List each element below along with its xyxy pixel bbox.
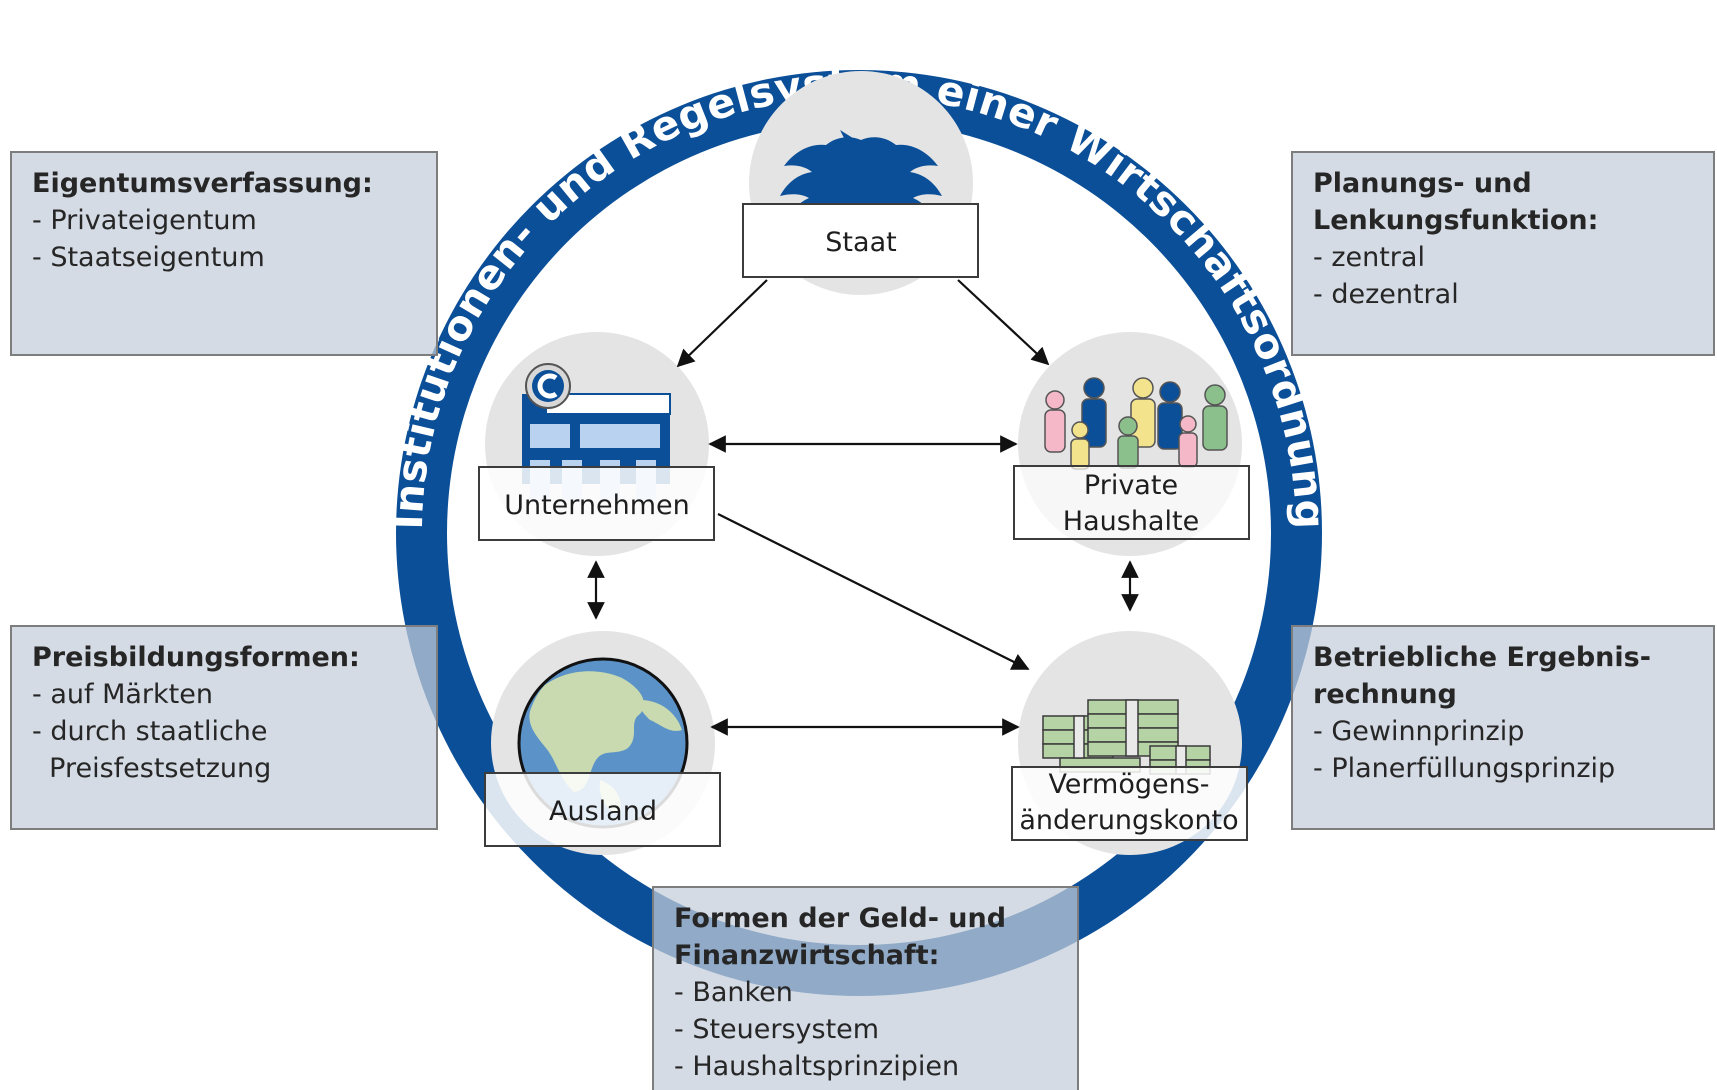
- haushalte-label-line1: Private: [1084, 470, 1178, 501]
- vermoegen-label-line1: Vermögens-: [1048, 769, 1209, 800]
- info-eigentum-item: - Privateigentum: [32, 205, 257, 236]
- unternehmen-label-box: [478, 466, 715, 541]
- haushalte-label-box: [1013, 465, 1250, 540]
- info-preisbildung-title: Preisbildungsformen:: [32, 642, 360, 673]
- info-geld-title: Formen der Geld- und: [674, 903, 1007, 934]
- info-geld-item: - Steuersystem: [674, 1014, 880, 1045]
- unternehmen-label: Unternehmen: [504, 490, 690, 521]
- info-ergebnis-title: rechnung: [1313, 679, 1457, 710]
- info-geld-title: Finanzwirtschaft:: [674, 940, 940, 971]
- arrow-staat-unternehmen: [676, 279, 768, 368]
- ausland-label: Ausland: [549, 796, 657, 827]
- info-geld-item: - Banken: [674, 977, 793, 1008]
- staat-label-box: [742, 203, 979, 278]
- vermoegen-label-line2: änderungskonto: [1019, 805, 1238, 836]
- info-ergebnis-item: - Planerfüllungsprinzip: [1313, 753, 1616, 784]
- info-eigentum-item: - Staatseigentum: [32, 242, 265, 273]
- info-box-ergebnis: Betriebliche Ergebnis- rechnung - Gewinn…: [1291, 625, 1715, 830]
- info-eigentum-title: Eigentumsverfassung:: [32, 168, 373, 199]
- vermoegen-label-box: [1011, 766, 1248, 841]
- info-preisbildung-item: Preisfestsetzung: [32, 753, 272, 784]
- arrow-staat-haushalte: [957, 279, 1050, 366]
- info-preisbildung-item: - auf Märkten: [32, 679, 213, 710]
- info-box-preisbildung: Preisbildungsformen: - auf Märkten - dur…: [10, 625, 438, 830]
- people-group-icon: [1044, 377, 1228, 470]
- arrow-unternehmen-vermoegen: [717, 513, 1030, 670]
- info-box-eigentum: Eigentumsverfassung: - Privateigentum - …: [10, 151, 438, 356]
- staat-label: Staat: [825, 227, 896, 258]
- info-box-planung: Planungs- und Lenkungsfunktion: - zentra…: [1291, 151, 1715, 356]
- info-ergebnis-item: - Gewinnprinzip: [1313, 716, 1525, 747]
- info-geld-item: - Haushaltsprinzipien: [674, 1051, 960, 1082]
- ausland-label-box: [484, 772, 721, 847]
- info-planung-title: Lenkungsfunktion:: [1313, 205, 1599, 236]
- info-preisbildung-item: - durch staatliche: [32, 716, 268, 747]
- haushalte-label-line2: Haushalte: [1063, 506, 1199, 537]
- info-planung-item: - dezentral: [1313, 279, 1459, 310]
- info-planung-title: Planungs- und: [1313, 168, 1532, 199]
- info-ergebnis-title: Betriebliche Ergebnis-: [1313, 642, 1651, 673]
- info-box-geld: Formen der Geld- und Finanzwirtschaft: -…: [652, 886, 1079, 1090]
- info-planung-item: - zentral: [1313, 242, 1425, 273]
